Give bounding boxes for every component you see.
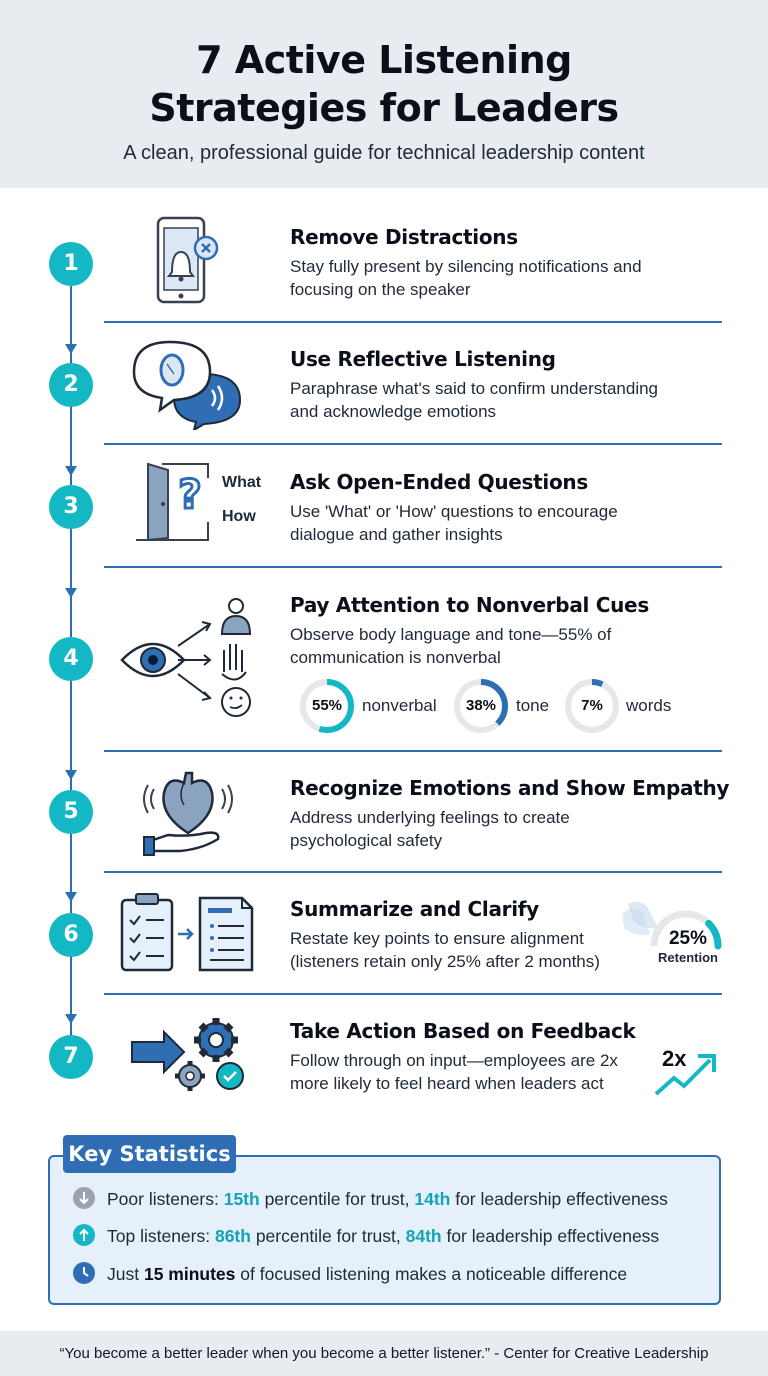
step-description: Restate key points to ensure alignment(l… <box>290 929 600 971</box>
clock-icon <box>73 1262 95 1285</box>
timeline-arrow <box>65 466 77 476</box>
step-description: Paraphrase what's said to confirm unders… <box>290 379 659 421</box>
step-title: Remove Distractions <box>290 225 518 249</box>
checklist-document-icon <box>120 893 254 972</box>
section-divider <box>104 993 722 995</box>
eye-gestures-icon <box>120 598 252 717</box>
speech-bubbles-mirror-icon <box>132 340 242 430</box>
heart-hand-icon <box>143 771 233 856</box>
retention-gauge <box>622 901 722 950</box>
timeline-arrow <box>65 892 77 902</box>
step-number-3: 3 <box>49 485 93 529</box>
stat-poor-listeners: Poor listeners: 15th percentile for trus… <box>73 1187 668 1213</box>
donut-words: 7% words <box>564 678 694 734</box>
donut-label: tone <box>516 696 550 715</box>
step-number-6: 6 <box>49 913 93 957</box>
how-label: How <box>222 508 256 525</box>
retention-value: 25% <box>668 928 708 949</box>
step-title: Ask Open-Ended Questions <box>290 470 588 494</box>
donut-label: nonverbal <box>362 696 437 715</box>
title-line-1: 7 Active Listening <box>196 38 572 82</box>
donut-chart <box>300 679 354 733</box>
step-title: Recognize Emotions and Show Empathy <box>290 776 730 800</box>
door-question-icon: ? <box>136 462 209 542</box>
title-line-2: Strategies for Leaders <box>149 86 619 130</box>
timeline-arrow <box>65 588 77 598</box>
multiplier-value: 2x <box>662 1046 687 1071</box>
section-divider <box>104 750 722 752</box>
step-number-7: 7 <box>49 1035 93 1079</box>
phone-bell-icon <box>156 216 219 304</box>
key-statistics-heading: Key Statistics <box>63 1135 236 1173</box>
donut-value: 55% <box>311 697 343 714</box>
step-number-1: 1 <box>49 242 93 286</box>
donut-label: words <box>626 696 672 715</box>
svg-text:?: ? <box>178 472 201 518</box>
step-description: Stay fully present by silencing notifica… <box>290 257 642 299</box>
donut-chart <box>565 679 619 733</box>
donut-arc <box>565 679 619 733</box>
trend-up-icon <box>654 1054 716 1096</box>
section-divider <box>104 321 722 323</box>
step-description: Use 'What' or 'How' questions to encoura… <box>290 502 618 544</box>
step-title: Use Reflective Listening <box>290 347 556 371</box>
step-title: Summarize and Clarify <box>290 897 539 921</box>
donut-arc <box>454 679 508 733</box>
page-title: 7 Active Listening Strategies for Leader… <box>0 36 768 132</box>
arrow-gears-icon <box>131 1018 244 1091</box>
donut-tone: 38% tone <box>453 678 563 734</box>
step-number-5: 5 <box>49 790 93 834</box>
footer-quote: “You become a better leader when you bec… <box>0 1331 768 1376</box>
section-divider <box>104 443 722 445</box>
donut-arc <box>300 679 354 733</box>
arrow-up-icon <box>73 1224 95 1247</box>
timeline-arrow <box>65 344 77 354</box>
donut-chart <box>454 679 508 733</box>
arrow-down-icon <box>73 1187 95 1210</box>
stat-top-listeners: Top listeners: 86th percentile for trust… <box>73 1224 659 1250</box>
donut-value: 7% <box>581 697 603 714</box>
timeline-arrow <box>65 1014 77 1024</box>
step-title: Pay Attention to Nonverbal Cues <box>290 593 649 617</box>
step-number-4: 4 <box>49 637 93 681</box>
retention-arc <box>705 919 722 950</box>
section-divider <box>104 566 722 568</box>
stat-focused-time: Just 15 minutes of focused listening mak… <box>73 1262 627 1288</box>
key-statistics-panel <box>48 1155 721 1305</box>
donut-nonverbal: 55% nonverbal <box>299 678 449 734</box>
donut-value: 38% <box>465 697 497 714</box>
what-label: What <box>222 474 262 491</box>
step-number-2: 2 <box>49 363 93 407</box>
retention-label: Retention <box>658 950 718 965</box>
step-title: Take Action Based on Feedback <box>290 1019 636 1043</box>
timeline-arrow <box>65 770 77 780</box>
step-description: Follow through on input—employees are 2x… <box>290 1051 618 1093</box>
page-subtitle: A clean, professional guide for technica… <box>123 142 645 164</box>
header: 7 Active Listening Strategies for Leader… <box>0 0 768 188</box>
section-divider <box>104 871 722 873</box>
